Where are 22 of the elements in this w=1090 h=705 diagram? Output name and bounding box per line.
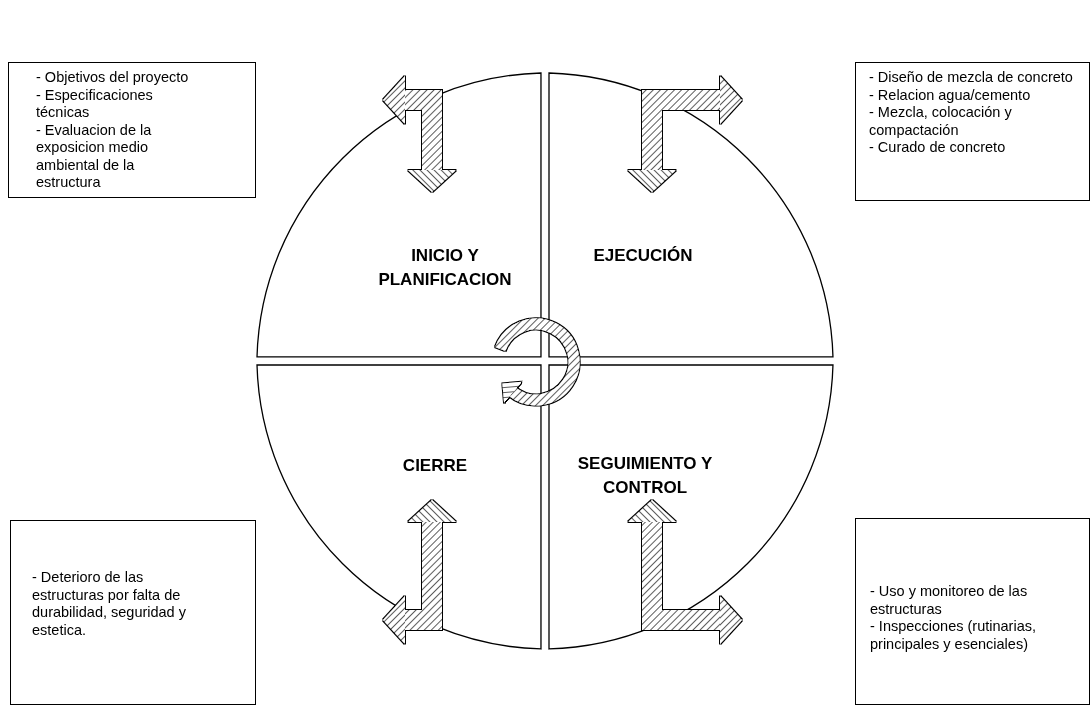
phase-label: INICIO Y PLANIFICACION bbox=[377, 245, 513, 291]
quadrant-segment bbox=[549, 69, 837, 357]
bullet-text: - Mezcla, colocación y compactación bbox=[869, 104, 1013, 139]
bullet-text: - Objetivos del proyecto bbox=[36, 69, 190, 87]
bullet-text: - Uso y monitoreo de las estructuras bbox=[870, 583, 1029, 618]
bullet-text: - Inspecciones (rutinarias, principales y esenciales) bbox=[870, 618, 1037, 653]
note-box bbox=[855, 518, 1090, 705]
phase-label: CIERRE bbox=[401, 455, 469, 477]
note-box bbox=[10, 520, 256, 705]
quadrant-segment bbox=[549, 365, 837, 653]
bullet-text: - Diseño de mezcla de concreto bbox=[869, 69, 1074, 87]
bullet-text: - Relacion agua/cemento bbox=[869, 86, 1032, 104]
phase-label: SEGUIMIENTO Y CONTROL bbox=[576, 453, 714, 499]
bullet-text: - Evaluacion de la exposicion medio ambiental de la estructura bbox=[36, 121, 153, 192]
quadrant-segment bbox=[253, 69, 541, 357]
bullet-text: - Especificaciones técnicas bbox=[36, 86, 154, 122]
bullet-text: - Deterioro de las estructuras por falta de durabilidad, seguridad y estetica. bbox=[32, 569, 187, 639]
quadrant-segment bbox=[253, 365, 541, 653]
note-box bbox=[8, 62, 256, 198]
note-box bbox=[855, 62, 1090, 201]
phase-label: EJECUCIÓN bbox=[592, 245, 694, 267]
bullet-text: - Curado de concreto bbox=[869, 139, 1007, 157]
